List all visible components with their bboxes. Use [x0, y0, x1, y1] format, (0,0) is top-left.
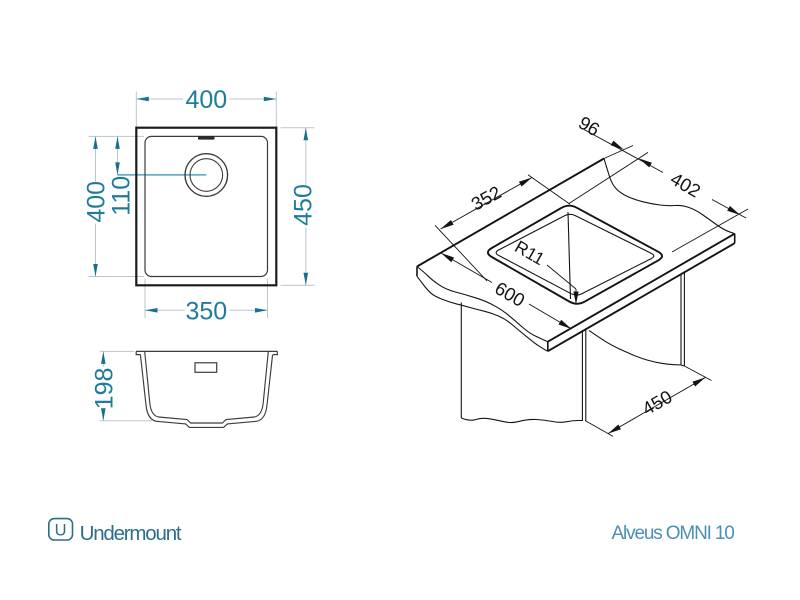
svg-text:Alveus OMNI 10: Alveus OMNI 10 — [612, 523, 735, 544]
svg-text:Undermount: Undermount — [80, 522, 182, 545]
svg-text:350: 350 — [185, 297, 227, 325]
svg-text:110: 110 — [107, 176, 135, 216]
svg-text:450: 450 — [290, 184, 318, 226]
svg-text:198: 198 — [90, 368, 118, 410]
svg-text:U: U — [55, 521, 67, 539]
svg-text:400: 400 — [185, 86, 227, 114]
svg-text:400: 400 — [83, 181, 111, 223]
